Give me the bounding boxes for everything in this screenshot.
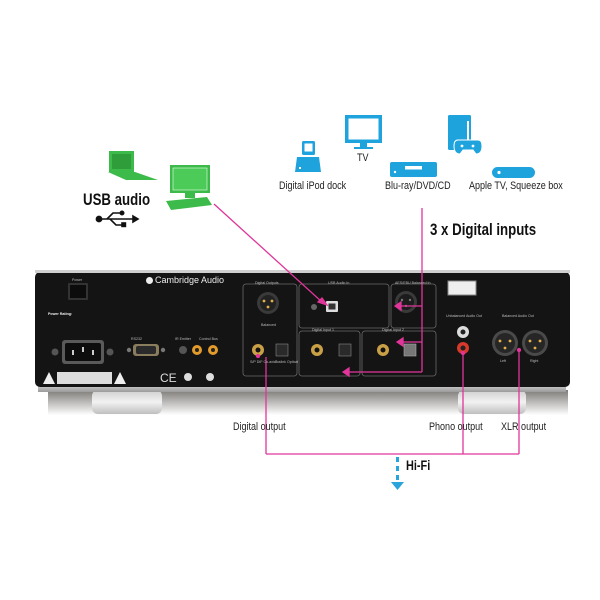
apple-tv-label: Apple TV, Squeeze box bbox=[469, 180, 563, 192]
device-foot-right bbox=[458, 390, 526, 414]
digital-input-2-label: Digital Input 2 bbox=[382, 328, 404, 332]
apple-tv-icon bbox=[492, 167, 535, 178]
cambridge-logo-icon bbox=[146, 277, 153, 284]
digital-out-optical bbox=[275, 343, 289, 357]
unbalanced-out-label: Unbalanced Audio Out bbox=[446, 314, 482, 318]
connector-lines bbox=[213, 203, 522, 455]
digital-input-1-label: Digital Input 1 bbox=[312, 328, 334, 332]
control-bus-label: Control Bus bbox=[199, 337, 218, 341]
digital-input-2-coax bbox=[377, 344, 389, 356]
balanced-xlr-out-right bbox=[522, 330, 548, 356]
tv-label: TV bbox=[357, 152, 369, 164]
power-rating-label: Power Rating: bbox=[48, 312, 73, 316]
digital-out-coax bbox=[252, 344, 264, 356]
input2-arrowhead bbox=[395, 336, 404, 348]
ir-emitter-label: IR Emitter bbox=[175, 337, 191, 341]
usb-arrowhead bbox=[316, 296, 329, 307]
digital-input-1-optical bbox=[338, 343, 352, 357]
hifi-arrow-icon bbox=[391, 457, 404, 490]
tv-icon bbox=[345, 115, 382, 149]
phono-output-label: Phono output bbox=[429, 421, 483, 433]
digital-inputs-label: 3 x Digital inputs bbox=[430, 220, 537, 239]
balanced-out-label: Balanced Audio Out bbox=[502, 314, 534, 318]
rear-panel bbox=[35, 272, 570, 387]
rs232-port bbox=[126, 344, 166, 356]
device-bottom-rail bbox=[38, 384, 566, 392]
digital-output-label: Digital output bbox=[233, 421, 286, 433]
toslink-label: Toslink Optical bbox=[275, 360, 299, 364]
ipod-dock-label: Digital iPod dock bbox=[279, 180, 347, 192]
spdif-label: S/P DIF Co-axial bbox=[250, 360, 277, 364]
panel-section-frames bbox=[242, 283, 437, 377]
usb-connector-line bbox=[213, 203, 323, 303]
hifi-label: Hi-Fi bbox=[406, 457, 431, 473]
game-console-icon bbox=[448, 115, 483, 155]
usb-audio-in-section-label: USB Audio In bbox=[328, 281, 350, 285]
usb-symbol-icon bbox=[95, 210, 140, 228]
brand-name: Cambridge Audio bbox=[155, 275, 225, 285]
unbalanced-rca-left bbox=[457, 326, 469, 338]
usb-audio-label: USB audio bbox=[83, 190, 151, 209]
cert-icon-1 bbox=[184, 373, 192, 381]
unbalanced-rca-right bbox=[457, 342, 469, 354]
brand-logo: Cambridge Audio bbox=[146, 275, 224, 285]
cert-icon-2 bbox=[206, 373, 214, 381]
desktop-computer-icon bbox=[166, 165, 212, 210]
ipod-dock-icon bbox=[295, 141, 321, 172]
power-label: Power bbox=[72, 278, 83, 282]
laptop-icon bbox=[108, 151, 158, 180]
warning-labels bbox=[43, 372, 126, 384]
bluray-label: Blu-ray/DVD/CD bbox=[385, 180, 451, 192]
right-channel-label: Right bbox=[530, 359, 539, 363]
serial-sticker bbox=[447, 280, 477, 296]
ir-emitter-jack bbox=[179, 346, 187, 354]
bluray-player-icon bbox=[390, 162, 437, 177]
left-channel-label: Left bbox=[500, 359, 506, 363]
digital-outputs-section-label: Digital Outputs bbox=[255, 281, 279, 285]
aes-balanced-out-xlr bbox=[257, 292, 279, 314]
digital-input-2-optical bbox=[403, 343, 417, 357]
ce-mark: CE bbox=[160, 371, 177, 385]
rs232-label: RS232 bbox=[131, 337, 142, 341]
power-switch bbox=[68, 283, 88, 300]
power-inlet bbox=[51, 340, 114, 364]
aes-ebu-section-label: AES/EBU Balanced In bbox=[395, 281, 431, 285]
balanced-xlr-out-left bbox=[492, 330, 518, 356]
input1-arrowhead bbox=[341, 366, 350, 378]
aes-arrowhead bbox=[393, 300, 402, 312]
digital-input-1-coax bbox=[311, 344, 323, 356]
balanced-label: Balanced bbox=[261, 323, 276, 327]
xlr-output-label: XLR output bbox=[501, 421, 547, 433]
usb-b-port bbox=[311, 301, 338, 312]
aes-ebu-in-xlr bbox=[395, 291, 417, 313]
device-foot-left bbox=[92, 390, 162, 414]
